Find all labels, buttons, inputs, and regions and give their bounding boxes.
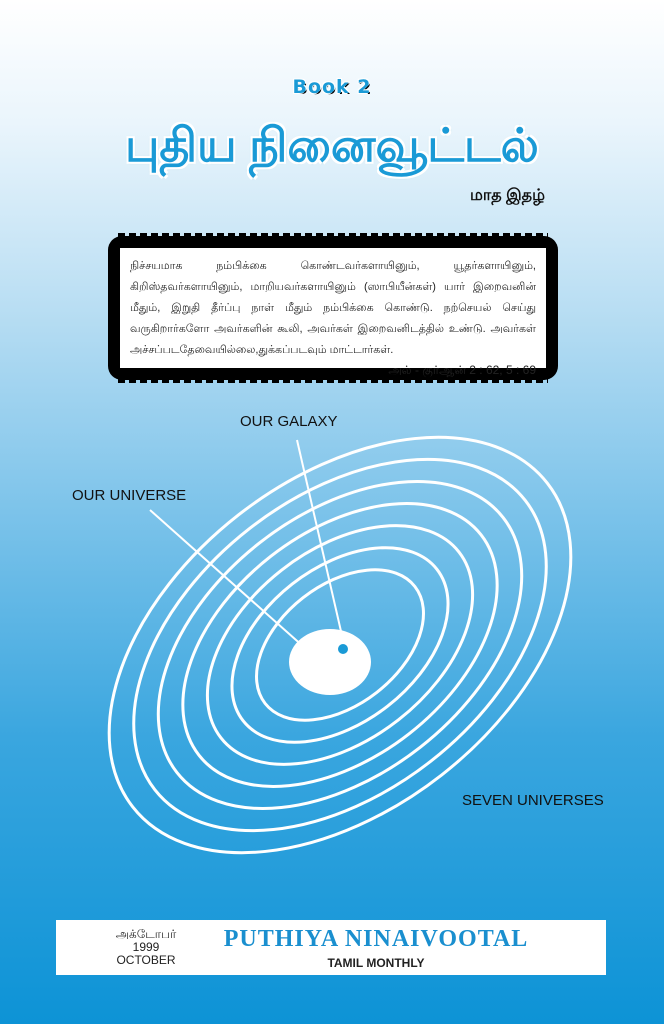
universe-ring — [181, 502, 499, 788]
our-universe-ellipse — [289, 629, 371, 695]
our-galaxy-label: OUR GALAXY — [240, 413, 338, 430]
universe-ring — [132, 457, 548, 833]
universe-ring — [156, 479, 524, 811]
scalloped-edge — [118, 377, 548, 383]
footer-title: PUTHIYA NINAIVOOTAL — [223, 926, 529, 952]
universe-ring — [107, 435, 573, 855]
year: 1999 — [132, 940, 160, 954]
universe-ring — [230, 546, 450, 744]
quote-reference: அல் - குர்ஆன் 2 : 62, 5 : 69 — [388, 363, 536, 377]
quote-text: நிச்சயமாக நம்பிக்கை கொண்டவர்களாயினும், ய… — [130, 260, 536, 356]
our-galaxy-dot — [338, 644, 348, 654]
magazine-title: புதிய நினைவூட்டல் — [125, 119, 539, 171]
universe-ring — [255, 568, 425, 722]
galaxy-pointer-line — [296, 439, 344, 641]
universe-ring — [205, 524, 475, 766]
issue-date: அக்டோபர் 1999 OCTOBER — [106, 928, 186, 967]
quote-panel: நிச்சயமாக நம்பிக்கை கொண்டவர்களாயினும், ய… — [120, 248, 546, 377]
book-number: Book 2 — [292, 76, 372, 98]
footer-banner: அக்டோபர் 1999 OCTOBER PUTHIYA NINAIVOOTA… — [56, 920, 606, 975]
universe-pointer-line — [149, 509, 306, 649]
footer-subtitle: TAMIL MONTHLY — [327, 956, 425, 970]
our-universe-label: OUR UNIVERSE — [72, 487, 187, 504]
magazine-subtitle: மாத இதழ் — [470, 187, 545, 204]
month: OCTOBER — [116, 953, 176, 967]
scalloped-edge — [118, 233, 548, 239]
month-tamil: அக்டோபர் — [115, 927, 177, 941]
seven-universes-label: SEVEN UNIVERSES — [462, 792, 604, 809]
quote-box: நிச்சயமாக நம்பிக்கை கொண்டவர்களாயினும், ய… — [108, 233, 558, 383]
